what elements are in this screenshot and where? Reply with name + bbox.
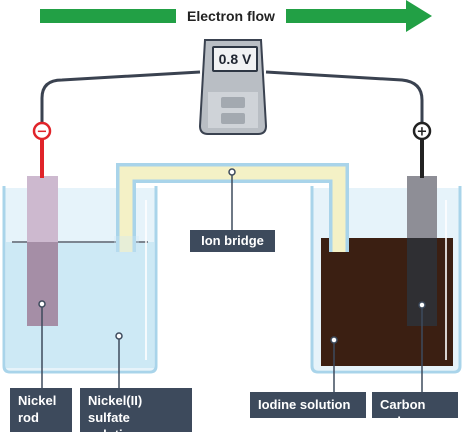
left-wire: [40, 70, 201, 124]
carbon-rod: [407, 176, 437, 326]
voltmeter-button-top: [221, 97, 245, 108]
negative-terminal-sign: −: [37, 125, 48, 140]
ion-bridge-label: Ion bridge: [190, 230, 275, 252]
label-leaders: [38, 168, 426, 394]
nickel-rod: [27, 176, 58, 326]
ion-bridge-pointer: [228, 168, 236, 176]
nickel-sulfate-label: Nickel(II) sulfate solution: [80, 388, 192, 442]
nickel-sulfate-pointer: [115, 332, 123, 340]
carbon-rod-label: Carbon rod: [372, 392, 458, 429]
electron-flow-label: Electron flow: [176, 5, 286, 28]
voltmeter-display: 0.8 V: [212, 46, 258, 72]
nickel-rod-pointer: [38, 300, 46, 308]
iodine-solution-label: Iodine solution: [250, 392, 366, 418]
positive-terminal-sign: +: [417, 125, 428, 140]
positive-terminal: +: [412, 121, 432, 141]
nickel-rod-label: Nickel rod: [10, 388, 72, 432]
negative-terminal: −: [32, 121, 52, 141]
voltmeter-button-bottom: [221, 113, 245, 124]
carbon-rod-pointer: [418, 301, 426, 309]
iodine-solution-pointer: [330, 336, 338, 344]
right-wire: [265, 70, 424, 124]
